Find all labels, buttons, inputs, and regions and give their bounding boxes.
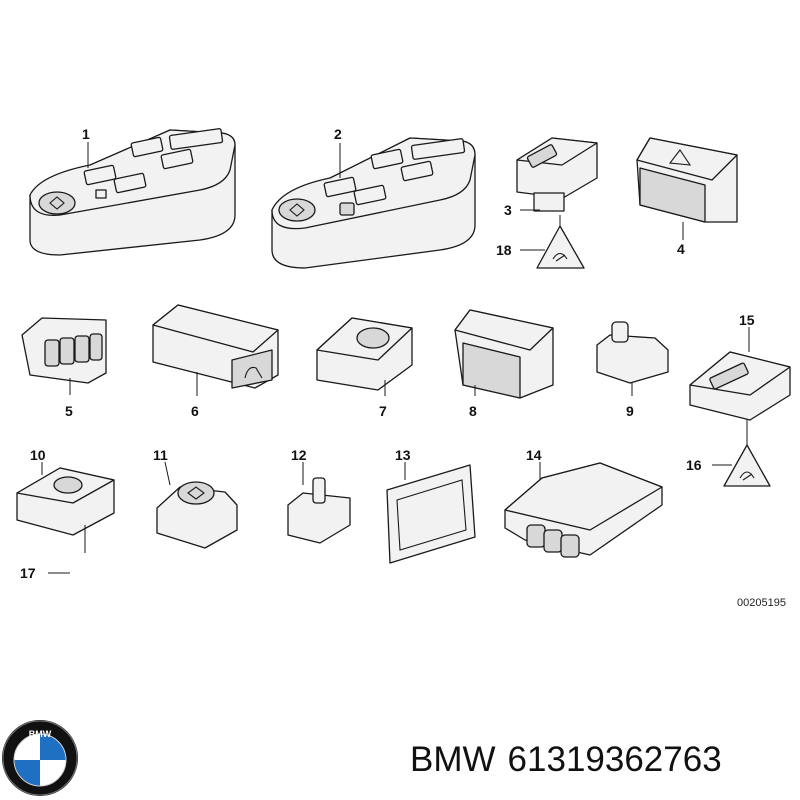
callout-8: 8 [469, 403, 477, 419]
callout-13: 13 [395, 447, 411, 463]
bmw-logo: BMW [2, 720, 78, 796]
reference-number: 00205195 [737, 597, 786, 609]
part-10-mirror-switch [16, 467, 115, 536]
callout-1: 1 [82, 126, 90, 142]
callout-16: 16 [686, 457, 702, 473]
callout-10: 10 [30, 447, 46, 463]
callout-11: 11 [153, 447, 168, 463]
footer-brand-line: BMW 61319362763 [410, 740, 734, 780]
part-2-window-switch-block [271, 137, 476, 269]
logo-letters: BMW [29, 729, 52, 739]
part-6-seat-heater-switch [152, 304, 279, 389]
brand-name: BMW [410, 740, 496, 779]
callout-15: 15 [739, 312, 755, 328]
callout-5: 5 [65, 403, 73, 419]
part-3-window-switch [516, 137, 598, 212]
part-15-window-switch [689, 351, 791, 421]
callout-14: 14 [526, 447, 542, 463]
callout-6: 6 [191, 403, 199, 419]
part-number: 61319362763 [507, 740, 722, 779]
part-11-joystick-switch [156, 481, 238, 549]
part-16-warning-label [723, 444, 771, 487]
callout-9: 9 [626, 403, 634, 419]
part-1-window-switch-block [29, 128, 236, 256]
part-13-blank-panel [386, 464, 476, 564]
callout-17: 17 [20, 565, 36, 581]
callout-3: 3 [504, 202, 512, 218]
part-9-push-button [596, 321, 669, 384]
callout-12: 12 [291, 447, 307, 463]
callout-7: 7 [379, 403, 387, 419]
part-7-mirror-switch [316, 317, 413, 391]
part-5-memory-switch [21, 317, 107, 384]
part-18-warning-label [536, 225, 585, 269]
callout-18: 18 [496, 242, 512, 258]
part-12-plunger-switch [287, 477, 351, 544]
callout-2: 2 [334, 126, 342, 142]
callout-4: 4 [677, 241, 685, 257]
part-14-switch-assembly [504, 462, 663, 558]
part-4-hazard-switch [636, 137, 738, 223]
part-8-rocker-switch [454, 309, 554, 399]
